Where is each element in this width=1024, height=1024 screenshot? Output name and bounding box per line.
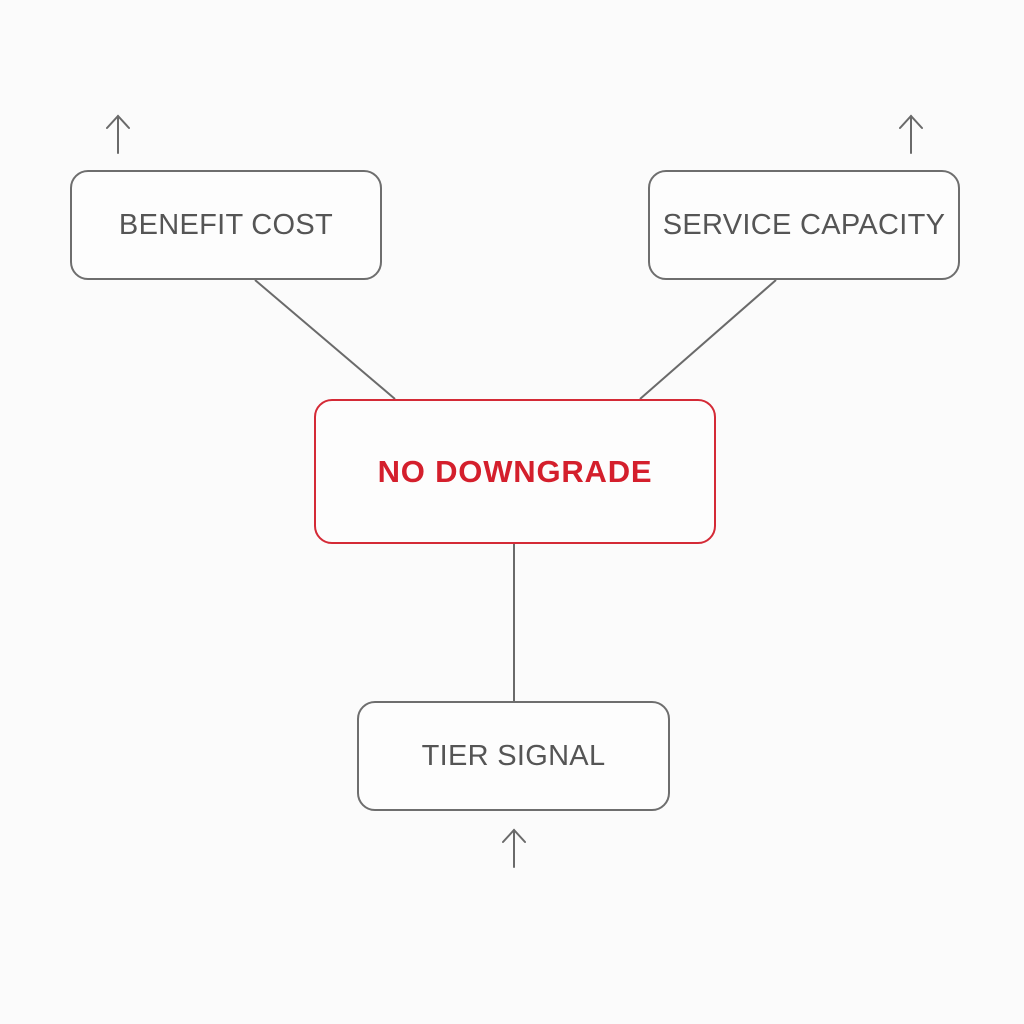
connector-service-to-center: [639, 279, 777, 400]
no-downgrade-label: NO DOWNGRADE: [377, 453, 653, 489]
no-downgrade-node: NO DOWNGRADE: [314, 399, 716, 544]
up-arrow-icon-benefit: [106, 114, 130, 154]
service-capacity-label: SERVICE CAPACITY: [662, 208, 946, 241]
service-capacity-node: SERVICE CAPACITY: [648, 170, 960, 280]
benefit-cost-node: BENEFIT COST: [70, 170, 382, 280]
tier-signal-label: TIER SIGNAL: [421, 739, 606, 772]
up-arrow-icon-service: [899, 114, 923, 154]
up-arrow-icon-tier: [502, 828, 526, 868]
benefit-cost-label: BENEFIT COST: [118, 208, 334, 241]
tier-signal-node: TIER SIGNAL: [357, 701, 670, 811]
connector-benefit-to-center: [254, 279, 396, 400]
